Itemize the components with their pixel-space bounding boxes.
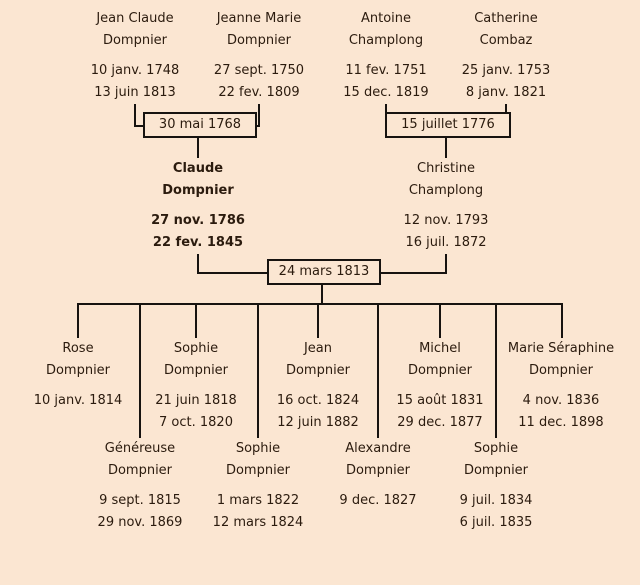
death-date: 11 dec. 1898 <box>518 415 604 430</box>
person-name-line1: Marie Séraphine <box>507 341 615 356</box>
siblings-horizontal-line <box>77 303 563 305</box>
marriage-date-box-2[interactable]: 15 juillet 1776 <box>385 112 511 138</box>
death-date: 12 juin 1882 <box>277 415 359 430</box>
person-catherine-combaz[interactable]: Catherine Combaz 25 janv. 1753 8 janv. 1… <box>446 8 566 104</box>
person-name-line2: Dompnier <box>45 363 111 378</box>
marriage-date: 30 mai 1768 <box>158 117 242 132</box>
person-name-line1: Claude <box>172 161 224 176</box>
marriage1-left-connector <box>134 104 136 127</box>
person-name-line2: Dompnier <box>102 33 168 48</box>
person-name-line2: Dompnier <box>225 463 291 478</box>
person-jean-dompnier[interactable]: Jean Dompnier 16 oct. 1824 12 juin 1882 <box>260 338 376 434</box>
person-jeanne-marie-dompnier[interactable]: Jeanne Marie Dompnier 27 sept. 1750 22 f… <box>199 8 319 104</box>
person-name-line1: Jean Claude <box>96 11 174 26</box>
birth-date: 15 août 1831 <box>396 393 484 408</box>
person-genereuse-dompnier[interactable]: Généreuse Dompnier 9 sept. 1815 29 nov. … <box>82 438 198 534</box>
death-date: 22 fev. 1809 <box>218 85 300 100</box>
person-name-line1: Michel <box>419 341 461 356</box>
person-michel-dompnier[interactable]: Michel Dompnier 15 août 1831 29 dec. 187… <box>382 338 498 434</box>
person-name-line1: Sophie <box>235 441 281 456</box>
person-antoine-champlong[interactable]: Antoine Champlong 11 fev. 1751 15 dec. 1… <box>326 8 446 104</box>
person-name-line2: Dompnier <box>163 363 229 378</box>
person-marie-seraphine-dompnier[interactable]: Marie Séraphine Dompnier 4 nov. 1836 11 … <box>503 338 619 434</box>
person-name-line2: Dompnier <box>407 363 473 378</box>
marriage-date-box-1[interactable]: 30 mai 1768 <box>143 112 257 138</box>
birth-date: 27 nov. 1786 <box>151 213 245 228</box>
person-sophie-dompnier-1822[interactable]: Sophie Dompnier 1 mars 1822 12 mars 1824 <box>200 438 316 534</box>
marriage-date: 24 mars 1813 <box>278 264 370 279</box>
death-date: 29 dec. 1877 <box>397 415 483 430</box>
death-date: 16 juil. 1872 <box>405 235 487 250</box>
person-name-line2: Champlong <box>348 33 424 48</box>
birth-date: 27 sept. 1750 <box>213 63 305 78</box>
person-name-line2: Champlong <box>408 183 484 198</box>
child-connector-sophie2 <box>257 305 259 438</box>
person-name-line1: Christine <box>417 161 475 176</box>
birth-date: 4 nov. 1836 <box>522 393 600 408</box>
marriage2-child-connector <box>445 138 447 158</box>
death-date: 6 juil. 1835 <box>459 515 533 530</box>
person-sophie-dompnier-1818[interactable]: Sophie Dompnier 21 juin 1818 7 oct. 1820 <box>138 338 254 434</box>
person-sophie-dompnier-1834[interactable]: Sophie Dompnier 9 juil. 1834 6 juil. 183… <box>438 438 554 534</box>
person-name-line2: Dompnier <box>162 183 234 198</box>
person-name-line1: Sophie <box>473 441 519 456</box>
marriage-date-box-3[interactable]: 24 mars 1813 <box>267 259 381 285</box>
child-connector-jean <box>317 305 319 338</box>
person-name-line2: Dompnier <box>285 363 351 378</box>
marriage-date: 15 juillet 1776 <box>401 117 495 132</box>
person-name-line2: Dompnier <box>528 363 594 378</box>
person-claude-dompnier[interactable]: Claude Dompnier 27 nov. 1786 22 fev. 184… <box>133 158 263 254</box>
birth-date: 12 nov. 1793 <box>403 213 489 228</box>
birth-date: 9 sept. 1815 <box>99 493 181 508</box>
marriage3-left-connector <box>197 254 199 274</box>
person-name-line2: Dompnier <box>463 463 529 478</box>
person-name-line1: Jeanne Marie <box>216 11 302 26</box>
death-date: 29 nov. 1869 <box>97 515 183 530</box>
person-alexandre-dompnier[interactable]: Alexandre Dompnier 9 dec. 1827 <box>320 438 436 512</box>
person-name-line1: Rose <box>62 341 94 356</box>
marriage3-child-connector <box>321 285 323 305</box>
birth-date: 16 oct. 1824 <box>276 393 360 408</box>
person-name-line1: Sophie <box>173 341 219 356</box>
child-connector-marie <box>561 305 563 338</box>
person-rose-dompnier[interactable]: Rose Dompnier 10 janv. 1814 <box>20 338 136 412</box>
birth-date: 10 janv. 1814 <box>33 393 123 408</box>
person-name-line2: Dompnier <box>226 33 292 48</box>
child-connector-alexandre <box>377 305 379 438</box>
birth-date: 1 mars 1822 <box>216 493 300 508</box>
person-christine-champlong[interactable]: Christine Champlong 12 nov. 1793 16 juil… <box>381 158 511 254</box>
child-connector-michel <box>439 305 441 338</box>
birth-date: 10 janv. 1748 <box>90 63 180 78</box>
person-jean-claude-dompnier[interactable]: Jean Claude Dompnier 10 janv. 1748 13 ju… <box>75 8 195 104</box>
child-connector-sophie3 <box>495 305 497 438</box>
person-name-line2: Dompnier <box>345 463 411 478</box>
child-connector-genereuse <box>139 305 141 438</box>
death-date: 8 janv. 1821 <box>465 85 547 100</box>
marriage3-right-connector <box>445 254 447 274</box>
death-date: 13 juin 1813 <box>94 85 176 100</box>
birth-date: 21 juin 1818 <box>155 393 237 408</box>
child-connector-sophie1 <box>195 305 197 338</box>
person-name-line2: Combaz <box>479 33 533 48</box>
child-connector-rose <box>77 305 79 338</box>
birth-date: 11 fev. 1751 <box>345 63 427 78</box>
person-name-line1: Alexandre <box>345 441 411 456</box>
death-date: 7 oct. 1820 <box>159 415 233 430</box>
birth-date: 9 dec. 1827 <box>339 493 417 508</box>
marriage1-child-connector <box>197 138 199 158</box>
birth-date: 9 juil. 1834 <box>459 493 533 508</box>
death-date: 15 dec. 1819 <box>343 85 429 100</box>
person-name-line1: Généreuse <box>104 441 176 456</box>
person-name-line1: Antoine <box>360 11 412 26</box>
marriage1-right-connector <box>258 104 260 127</box>
birth-date: 25 janv. 1753 <box>461 63 551 78</box>
person-name-line1: Catherine <box>474 11 538 26</box>
person-name-line1: Jean <box>303 341 333 356</box>
person-name-line2: Dompnier <box>107 463 173 478</box>
death-date: 12 mars 1824 <box>212 515 304 530</box>
death-date: 22 fev. 1845 <box>152 235 244 250</box>
